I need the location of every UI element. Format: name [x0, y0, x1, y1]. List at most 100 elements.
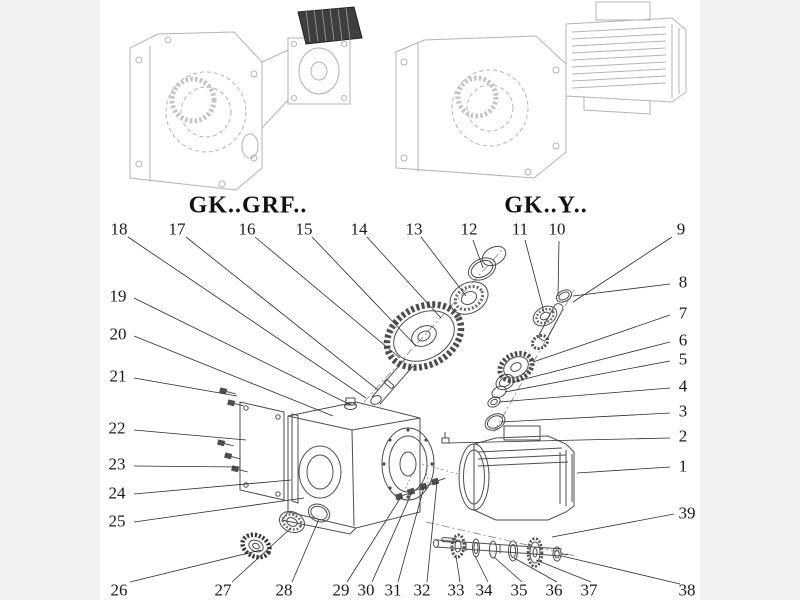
stud-dotted-guides	[403, 469, 429, 493]
pinion-shaft	[538, 303, 564, 341]
leader-12	[472, 239, 484, 269]
y-bolt-hole	[524, 168, 532, 176]
callout-10: 10	[548, 219, 566, 239]
leader-31	[397, 486, 425, 583]
callout-11: 11	[511, 219, 529, 239]
callout-26: 26	[110, 580, 128, 600]
callout-39: 39	[678, 503, 696, 523]
leader-14	[366, 236, 442, 319]
leader-30	[371, 491, 413, 583]
flange-studs	[394, 477, 446, 501]
y-fan-cover-ridges	[671, 24, 680, 98]
callout-24: 24	[108, 483, 126, 503]
leader-36	[513, 557, 558, 583]
leader-4	[498, 387, 671, 403]
motor-flange	[458, 443, 490, 511]
callout-19: 19	[109, 286, 127, 306]
shaft-left-end	[433, 539, 439, 548]
cover-plate	[239, 401, 285, 501]
callout-6: 6	[678, 330, 688, 350]
input-seal-ring	[555, 289, 573, 303]
y-bolt-hole	[400, 154, 408, 162]
shaft-end-cap	[552, 546, 569, 562]
screw	[217, 439, 234, 447]
shaft-washer	[472, 538, 480, 558]
leader-20	[133, 335, 334, 417]
callout-25: 25	[108, 511, 126, 531]
leader-38	[561, 555, 681, 585]
callout-21: 21	[109, 366, 127, 386]
screw	[224, 452, 241, 460]
leader-7	[532, 314, 671, 363]
variant-title-y: GK..Y..	[504, 192, 588, 219]
leader-9	[572, 236, 673, 303]
leader-10	[557, 240, 560, 297]
bottom-left-bearing-group	[240, 503, 331, 560]
y-motor-foot	[583, 96, 651, 115]
lock-nut	[487, 396, 501, 408]
leader-33	[455, 555, 461, 583]
retaining-ring	[481, 245, 507, 267]
output-shaft	[371, 358, 414, 405]
main-gear-stack	[370, 245, 507, 405]
motor-flange-inner	[463, 449, 485, 505]
housing-bore	[298, 445, 342, 499]
callout-18: 18	[110, 219, 128, 239]
leader-26	[129, 549, 262, 583]
grf-link-line	[261, 49, 289, 129]
leader-32	[426, 481, 438, 583]
grf-flange-bore-inner	[310, 61, 328, 81]
callout-36: 36	[545, 580, 563, 600]
pinion-teeth	[530, 334, 550, 350]
toothed-lock-washer	[240, 532, 272, 560]
callout-5: 5	[678, 349, 688, 369]
callout-1: 1	[678, 456, 688, 476]
input-bearing	[532, 305, 558, 327]
callout-3: 3	[678, 401, 688, 421]
shaft-key	[383, 379, 395, 389]
callout-31: 31	[384, 580, 402, 600]
grf-flange-bore	[298, 47, 340, 95]
shaft-key-bottom	[441, 537, 457, 543]
callout-8: 8	[678, 272, 688, 292]
grf-gear-teeth	[169, 76, 217, 124]
bevel-gear	[497, 350, 535, 384]
leader-25	[133, 497, 305, 523]
coupling-disc	[526, 537, 544, 568]
axis-line-flange-motor	[421, 463, 459, 475]
plate-hole	[243, 405, 249, 411]
motor-terminal-box	[503, 425, 541, 441]
y-bolt-hole	[552, 66, 560, 74]
callout-29: 29	[332, 580, 350, 600]
leader-35	[493, 556, 523, 583]
callout-32: 32	[413, 580, 431, 600]
grf-bolt-hole	[135, 160, 143, 168]
leader-19	[133, 297, 352, 406]
leader-24	[133, 479, 292, 495]
bottom-shaft-assembly	[433, 533, 569, 568]
grf-adapter-cap	[297, 6, 363, 45]
leader-37	[535, 559, 592, 583]
grf-flange-bolt	[341, 95, 347, 101]
shaft-bearing	[508, 540, 518, 562]
grf-bore-dashed-outer	[165, 71, 247, 153]
callout-15: 15	[295, 219, 313, 239]
leader-5	[504, 360, 671, 393]
callout-34: 34	[475, 580, 493, 600]
y-housing-outline	[395, 35, 567, 179]
callout-35: 35	[510, 580, 528, 600]
leader-16	[254, 236, 401, 359]
input-pinion-stack	[484, 289, 573, 431]
leader-27	[231, 527, 292, 583]
grf-housing-outline	[129, 31, 263, 191]
grf-flange-bolt	[291, 41, 297, 47]
exploded-view	[217, 245, 577, 568]
snap-ring	[484, 413, 506, 431]
leader-8	[572, 283, 671, 297]
y-motor-fins	[571, 26, 667, 89]
callout-22: 22	[108, 418, 126, 438]
callout-2: 2	[678, 426, 688, 446]
fan-cover-ridges	[559, 450, 573, 506]
